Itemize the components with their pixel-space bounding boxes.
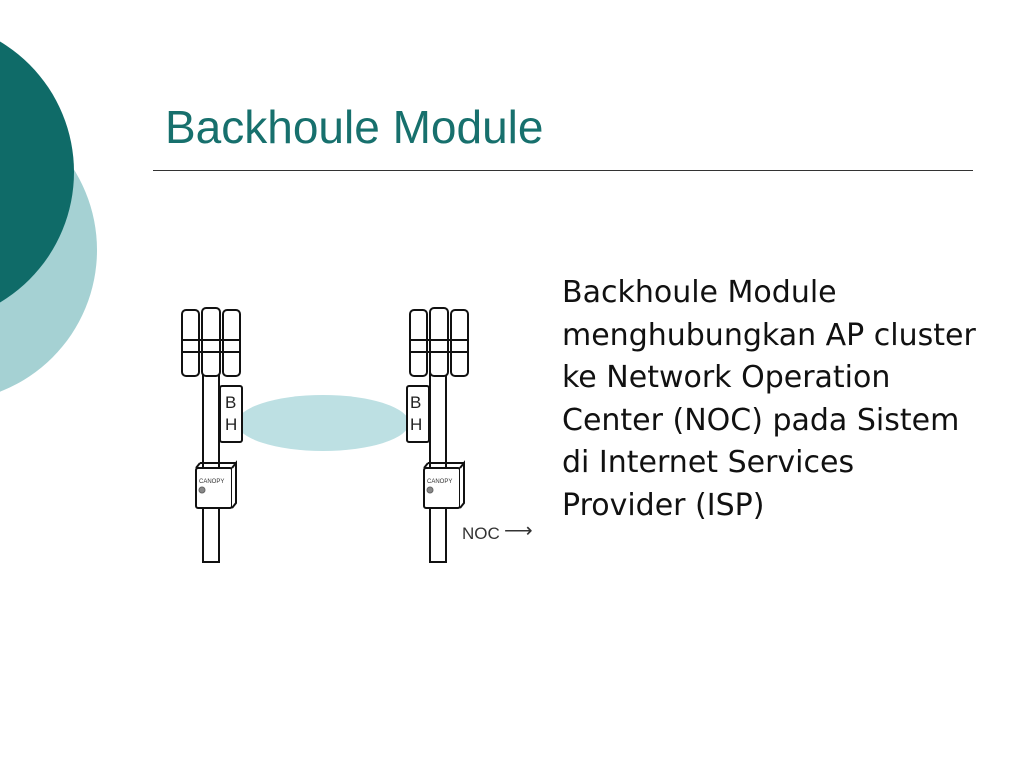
right-bh-label-top: B <box>410 393 421 412</box>
left-antenna <box>201 307 221 377</box>
right-antenna <box>429 307 449 377</box>
noc-arrow-icon: ⟶ <box>504 520 533 542</box>
right-pole <box>429 359 447 563</box>
decorative-circles <box>0 41 97 392</box>
left-canopy-label: CANOPY <box>199 479 224 485</box>
dark-circle <box>0 41 74 303</box>
right-antenna <box>409 309 428 377</box>
left-tower <box>181 307 243 563</box>
title-divider <box>153 170 973 171</box>
right-tower <box>406 307 469 563</box>
backhaul-diagram: B H CANOPY B H CANOPY NOC ⟶ <box>181 307 533 563</box>
left-bh-label-bottom: H <box>225 415 237 434</box>
left-antenna <box>222 309 241 377</box>
left-antenna <box>181 309 200 377</box>
left-bh-module <box>219 385 243 443</box>
left-pole <box>202 359 220 563</box>
noc-label: NOC <box>462 524 500 543</box>
left-bh-label-top: B <box>225 393 236 412</box>
right-canopy-label: CANOPY <box>427 479 452 485</box>
slide-body-text: Backhoule Module menghubungkan AP cluste… <box>562 275 976 523</box>
right-bh-module <box>406 385 430 443</box>
right-bh-label-bottom: H <box>410 415 422 434</box>
right-antenna <box>450 309 469 377</box>
slide-title: Backhoule Module <box>165 101 544 153</box>
wireless-link-ellipse <box>237 395 409 451</box>
